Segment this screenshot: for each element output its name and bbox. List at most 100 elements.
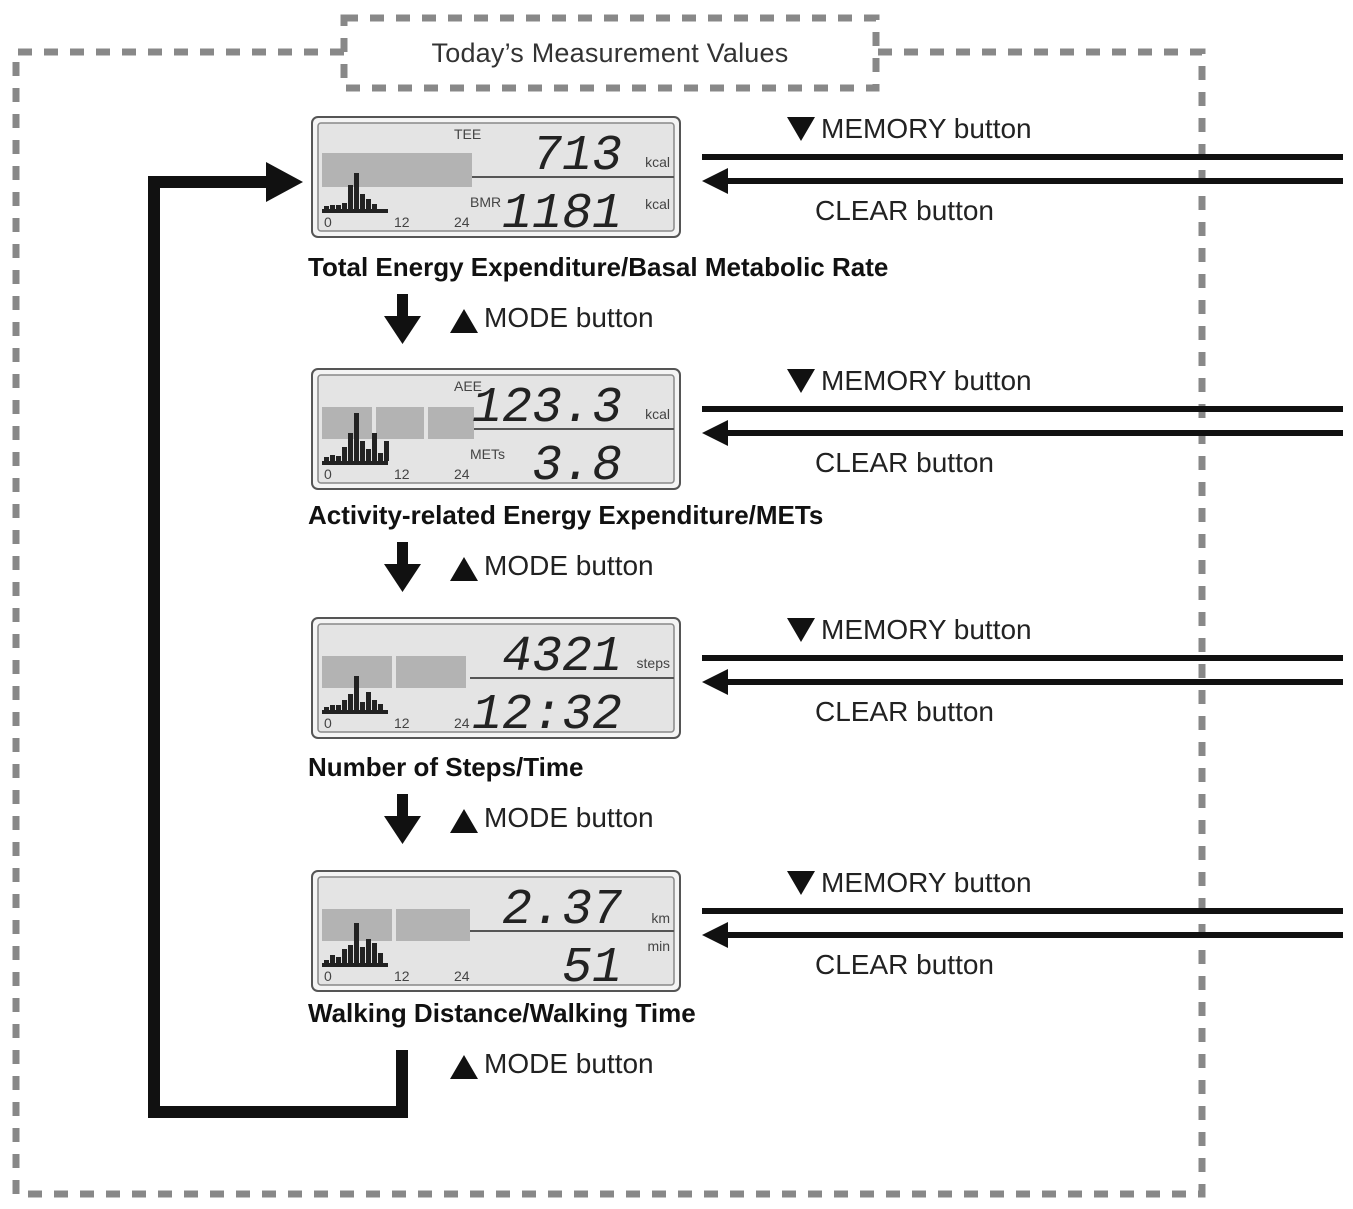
lcd-axis-label: 0 [324, 466, 332, 482]
clear-arrow-head [702, 168, 728, 194]
lcd-histogram-bar [324, 960, 329, 963]
lcd-top-label: AEE [454, 378, 482, 394]
screen-caption: Activity-related Energy Expenditure/METs [308, 500, 824, 530]
memory-button-text: MEMORY button [821, 113, 1032, 144]
lcd-histogram-bar [354, 173, 359, 209]
mode-button-label[interactable]: MODE button [450, 550, 654, 582]
diagram-title: Today’s Measurement Values [431, 37, 789, 68]
outer-dashed-frame [12, 48, 1206, 1198]
lcd-histogram-bar [342, 203, 347, 209]
lcd-axis-label: 24 [454, 214, 470, 230]
lcd-axis-label: 12 [394, 968, 410, 984]
mode-button-text: MODE button [484, 550, 654, 581]
lcd-histogram-bar [372, 204, 377, 209]
lcd-histogram-baseline [322, 963, 388, 967]
lcd-activity-band [396, 656, 466, 688]
clear-arrow-head [702, 922, 728, 948]
clear-button-label[interactable]: CLEAR button [815, 195, 994, 226]
down-arrow-head [384, 816, 421, 844]
lcd-activity-band [396, 909, 470, 941]
memory-button-label[interactable]: MEMORY button [787, 867, 1032, 899]
memory-button-label[interactable]: MEMORY button [787, 614, 1032, 646]
clear-arrow-head [702, 420, 728, 446]
lcd-histogram-bar [330, 955, 335, 963]
lcd-top-value: 123.3 [472, 380, 622, 437]
memory-button-text: MEMORY button [821, 365, 1032, 396]
lcd-histogram-bar [348, 945, 353, 963]
clear-button-label[interactable]: CLEAR button [815, 447, 994, 478]
lcd-histogram-bar [348, 185, 353, 209]
lcd-histogram-bar [324, 206, 329, 209]
lcd-histogram-bar [336, 205, 341, 209]
down-arrow-head [384, 316, 421, 344]
memory-button-label[interactable]: MEMORY button [787, 113, 1032, 145]
lcd-histogram-bar [378, 953, 383, 963]
mode-button-label[interactable]: MODE button [450, 802, 654, 834]
lcd-activity-band [322, 153, 472, 187]
lcd-bottom-unit: kcal [645, 196, 670, 212]
lcd-histogram-bar [360, 194, 365, 209]
lcd-bottom-label: BMR [470, 194, 501, 210]
lcd-histogram-bar [360, 947, 365, 963]
lcd-histogram-bar [336, 456, 341, 461]
lcd-activity-band [376, 407, 424, 439]
lcd-histogram-bar [366, 449, 371, 461]
lcd-histogram-bar [342, 700, 347, 710]
lcd-histogram-bar [342, 447, 347, 461]
lcd-top-unit: steps [637, 655, 670, 671]
down-triangle-icon [787, 871, 815, 895]
up-triangle-icon [450, 309, 478, 333]
lcd-histogram-bar [384, 441, 389, 461]
down-arrow-shaft [397, 794, 408, 820]
lcd-histogram-baseline [322, 461, 388, 465]
lcd-activity-band [428, 407, 474, 439]
memory-button-text: MEMORY button [821, 867, 1032, 898]
mode-button-text: MODE button [484, 1048, 654, 1079]
down-triangle-icon [787, 618, 815, 642]
lcd-histogram-bar [360, 702, 365, 710]
screen-caption: Walking Distance/Walking Time [308, 998, 696, 1028]
screen-caption: Number of Steps/Time [308, 752, 584, 782]
memory-button-label[interactable]: MEMORY button [787, 365, 1032, 397]
lcd-axis-label: 0 [324, 715, 332, 731]
lcd-histogram-bar [330, 455, 335, 461]
lcd-histogram-bar [354, 413, 359, 461]
lcd-top-unit: km [651, 910, 670, 926]
lcd-top-value: 2.37 [502, 882, 622, 939]
lcd-histogram-bar [324, 457, 329, 461]
clear-button-label[interactable]: CLEAR button [815, 696, 994, 727]
lcd-top-value: 713 [532, 128, 622, 185]
lcd-histogram-bar [324, 707, 329, 710]
mode-button-text: MODE button [484, 802, 654, 833]
title-dashed-box [340, 14, 880, 92]
lcd-top-value: 4321 [502, 629, 622, 686]
lcd-activity-band [322, 407, 372, 439]
lcd-histogram-bar [348, 694, 353, 710]
lcd-histogram-bar [366, 939, 371, 963]
down-arrow-shaft [397, 294, 408, 320]
lcd-histogram-bar [372, 943, 377, 963]
lcd-axis-label: 0 [324, 968, 332, 984]
lcd-top-unit: kcal [645, 406, 670, 422]
lcd-bottom-value: 51 [562, 940, 622, 997]
lcd-histogram-bar [330, 705, 335, 710]
lcd-histogram-bar [354, 923, 359, 963]
up-triangle-icon [450, 1055, 478, 1079]
lcd-bottom-unit: min [647, 938, 670, 954]
lcd-axis-label: 0 [324, 214, 332, 230]
lcd-histogram-bar [372, 433, 377, 461]
mode-button-label[interactable]: MODE button [450, 302, 654, 334]
lcd-axis-label: 12 [394, 715, 410, 731]
lcd-bottom-label: METs [470, 446, 505, 462]
lcd-top-unit: kcal [645, 154, 670, 170]
lcd-histogram-bar [366, 199, 371, 209]
mode-button-label[interactable]: MODE button [450, 1048, 654, 1080]
lcd-axis-label: 12 [394, 466, 410, 482]
clear-button-label[interactable]: CLEAR button [815, 949, 994, 980]
screen-caption: Total Energy Expenditure/Basal Metabolic… [308, 252, 889, 282]
lcd-axis-label: 24 [454, 466, 470, 482]
